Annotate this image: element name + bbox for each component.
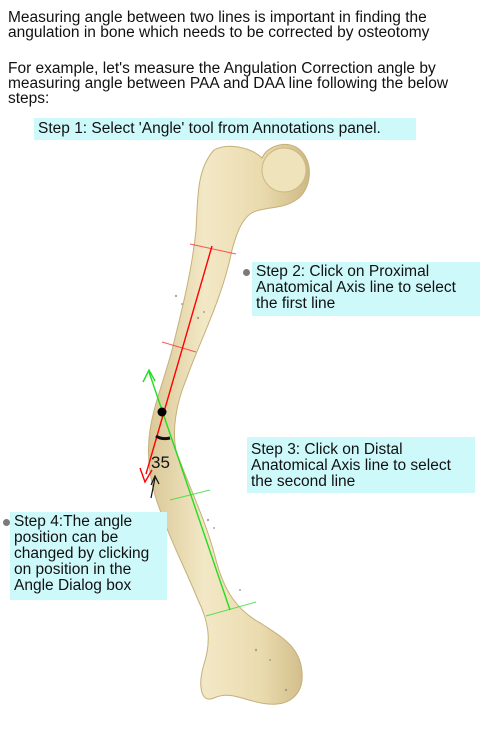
distal-marker-bottom <box>205 601 257 617</box>
femoral-head <box>261 147 307 193</box>
step2-callout: Step 2: Click on Proximal Anatomical Axi… <box>252 262 480 316</box>
step1-callout: Step 1: Select 'Angle' tool from Annotat… <box>34 118 416 140</box>
pointer-arrowhead <box>150 474 160 486</box>
bone-texture <box>174 294 288 692</box>
proximal-axis-line[interactable] <box>145 245 213 475</box>
step4-callout: Step 4:The angle position can be changed… <box>10 512 167 600</box>
step2-bullet <box>243 269 250 276</box>
step3-callout: Step 3: Click on Distal Anatomical Axis … <box>247 437 475 493</box>
step4-bullet <box>3 519 10 526</box>
femur-bone <box>148 143 310 705</box>
proximal-axis-arrowhead <box>139 467 153 484</box>
proximal-marker-top <box>189 243 237 255</box>
distal-axis-arrowhead <box>142 368 156 383</box>
distal-marker-top <box>169 489 211 501</box>
angle-vertex-dot[interactable] <box>157 407 167 417</box>
angle-arc <box>155 434 171 441</box>
intro-paragraph-1: Measuring angle between two lines is imp… <box>8 9 430 41</box>
angle-value-label[interactable]: 35 <box>151 453 170 472</box>
intro-paragraph-2: For example, let's measure the Angulatio… <box>8 60 449 107</box>
pointer-arrow-line <box>150 477 156 499</box>
proximal-marker-bottom <box>161 341 197 353</box>
